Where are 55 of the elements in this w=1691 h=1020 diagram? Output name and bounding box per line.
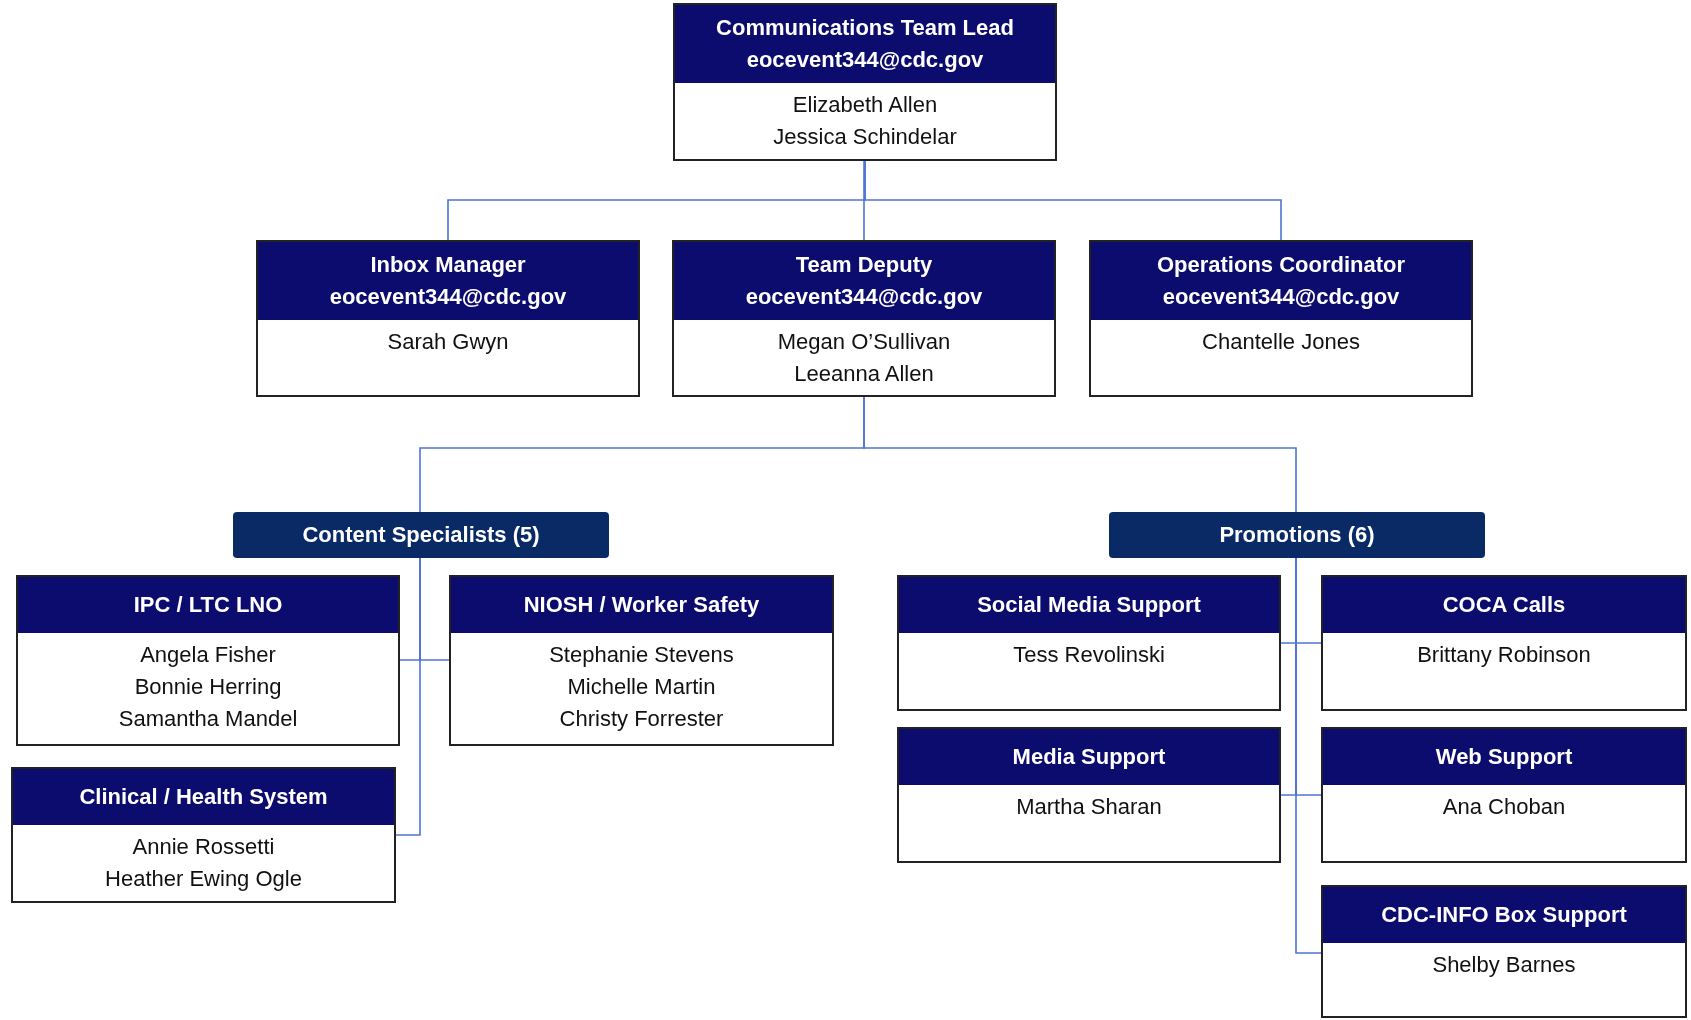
group-title: Content Specialists (5): [302, 522, 540, 548]
org-box: [1089, 240, 1473, 397]
role-title: Operations Coordinator: [1156, 251, 1406, 280]
person-name: Chantelle Jones: [1202, 328, 1360, 356]
role-title: COCA Calls: [1442, 591, 1566, 620]
connector-line: [863, 396, 1297, 513]
person-name: Michelle Martin: [567, 672, 716, 701]
role-title: Inbox Manager: [370, 251, 526, 280]
org-box: [1321, 575, 1687, 711]
role-title: Media Support: [1012, 743, 1166, 772]
email-address: eocevent344@cdc.gov: [329, 283, 567, 311]
person-name: Angela Fisher: [140, 641, 276, 669]
role-title: Communications Team Lead: [716, 14, 1014, 43]
person-name: Martha Sharan: [1016, 793, 1162, 821]
person-name: Brittany Robinson: [1417, 641, 1591, 669]
role-title: IPC / LTC LNO: [133, 591, 283, 620]
org-box: [11, 767, 396, 903]
person-name: Ana Choban: [1442, 793, 1566, 821]
connector-line: [395, 557, 421, 836]
person-name: Megan O’Sullivan: [777, 328, 951, 356]
org-box: [1321, 885, 1687, 1018]
org-box: [672, 240, 1056, 397]
person-name: Leeanna Allen: [794, 359, 934, 388]
person-name: Samantha Mandel: [118, 704, 298, 733]
email-address: eocevent344@cdc.gov: [745, 283, 983, 311]
group-bar: [233, 512, 609, 558]
role-title: Web Support: [1435, 743, 1573, 772]
role-title: CDC-INFO Box Support: [1381, 901, 1627, 930]
org-box: [16, 575, 400, 746]
role-title: Clinical / Health System: [79, 783, 328, 812]
org-box: [256, 240, 640, 397]
person-name: Sarah Gwyn: [387, 328, 509, 356]
role-title: NIOSH / Worker Safety: [523, 591, 760, 620]
person-name: Tess Revolinski: [1013, 641, 1165, 669]
group-bar: [1109, 512, 1485, 558]
connector-line: [863, 160, 865, 241]
connector-line: [864, 160, 1282, 241]
org-box: [449, 575, 834, 746]
role-title: Team Deputy: [795, 251, 933, 280]
person-name: Bonnie Herring: [134, 672, 282, 701]
org-box: [673, 3, 1057, 161]
group-title: Promotions (6): [1219, 522, 1375, 548]
person-name: Christy Forrester: [559, 704, 724, 733]
person-name: Heather Ewing Ogle: [105, 864, 302, 893]
person-name: Jessica Schindelar: [773, 122, 957, 151]
org-box: [897, 575, 1281, 711]
person-name: Annie Rossetti: [132, 833, 275, 861]
email-address: eocevent344@cdc.gov: [1162, 283, 1400, 311]
org-box: [1321, 727, 1687, 863]
role-title: Social Media Support: [977, 591, 1201, 620]
org-box: [897, 727, 1281, 863]
person-name: Stephanie Stevens: [549, 641, 734, 669]
email-address: eocevent344@cdc.gov: [746, 46, 984, 74]
person-name: Shelby Barnes: [1432, 951, 1576, 979]
person-name: Elizabeth Allen: [792, 91, 938, 119]
